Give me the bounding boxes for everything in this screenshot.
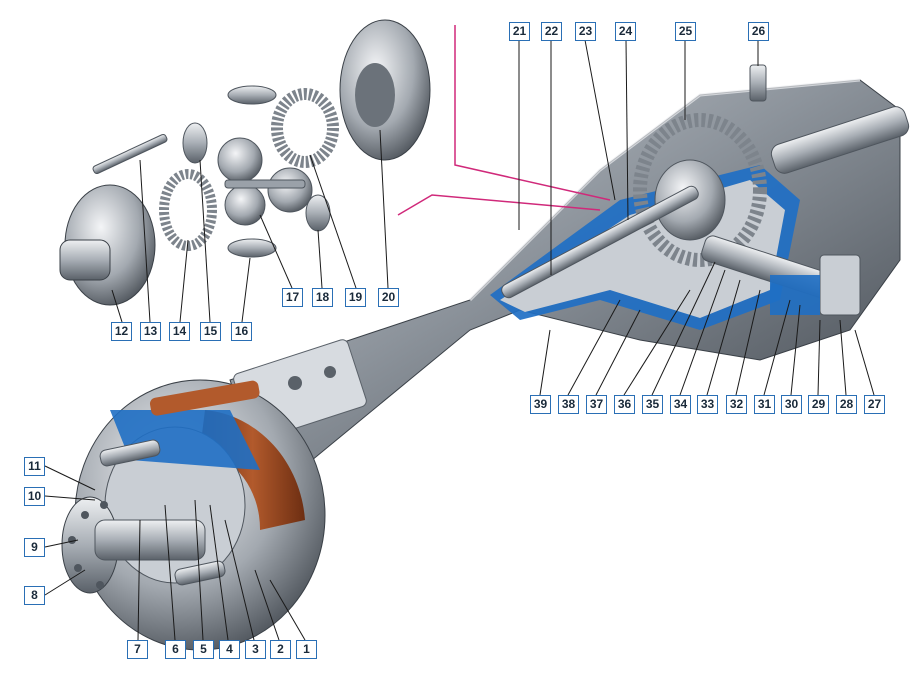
breather-cap bbox=[749, 64, 767, 102]
callout-17: 17 bbox=[282, 288, 303, 307]
callout-27: 27 bbox=[864, 395, 885, 414]
callout-8: 8 bbox=[24, 586, 45, 605]
side-gear-right bbox=[271, 88, 339, 168]
wheel-studs bbox=[99, 439, 226, 586]
callout-32: 32 bbox=[726, 395, 747, 414]
axle-housing bbox=[229, 78, 901, 471]
callout-14: 14 bbox=[169, 322, 190, 341]
callout-23: 23 bbox=[575, 22, 596, 41]
callout-34: 34 bbox=[670, 395, 691, 414]
callout-20: 20 bbox=[378, 288, 399, 307]
callout-35: 35 bbox=[642, 395, 663, 414]
callout-16: 16 bbox=[231, 322, 252, 341]
callout-26: 26 bbox=[748, 22, 769, 41]
callout-7: 7 bbox=[127, 640, 148, 659]
callout-3: 3 bbox=[245, 640, 266, 659]
callout-5: 5 bbox=[193, 640, 214, 659]
callout-22: 22 bbox=[541, 22, 562, 41]
callout-28: 28 bbox=[836, 395, 857, 414]
differential-pin bbox=[92, 133, 168, 175]
callout-11: 11 bbox=[24, 457, 45, 476]
section-pointer bbox=[397, 25, 611, 216]
thrust-washer-left bbox=[182, 122, 208, 164]
callout-25: 25 bbox=[675, 22, 696, 41]
callout-38: 38 bbox=[558, 395, 579, 414]
satellite-gears bbox=[217, 137, 313, 226]
callout-37: 37 bbox=[586, 395, 607, 414]
callout-6: 6 bbox=[165, 640, 186, 659]
callout-21: 21 bbox=[509, 22, 530, 41]
output-shaft bbox=[770, 106, 910, 174]
callout-12: 12 bbox=[111, 322, 132, 341]
side-gear-left bbox=[159, 169, 217, 251]
callout-29: 29 bbox=[808, 395, 829, 414]
callout-18: 18 bbox=[312, 288, 333, 307]
pinion-shaft bbox=[701, 235, 861, 316]
callout-9: 9 bbox=[24, 538, 45, 557]
callout-10: 10 bbox=[24, 487, 45, 506]
callout-1: 1 bbox=[296, 640, 317, 659]
callout-15: 15 bbox=[200, 322, 221, 341]
callout-13: 13 bbox=[140, 322, 161, 341]
callout-30: 30 bbox=[781, 395, 802, 414]
differential-case-half bbox=[339, 19, 431, 161]
callout-36: 36 bbox=[614, 395, 635, 414]
callout-24: 24 bbox=[615, 22, 636, 41]
differential-case bbox=[59, 184, 156, 306]
callout-31: 31 bbox=[754, 395, 775, 414]
callout-39: 39 bbox=[530, 395, 551, 414]
leader-lines bbox=[44, 39, 875, 641]
axle-flange bbox=[61, 496, 206, 594]
callout-4: 4 bbox=[219, 640, 240, 659]
callout-19: 19 bbox=[345, 288, 366, 307]
callout-33: 33 bbox=[697, 395, 718, 414]
callout-2: 2 bbox=[270, 640, 291, 659]
